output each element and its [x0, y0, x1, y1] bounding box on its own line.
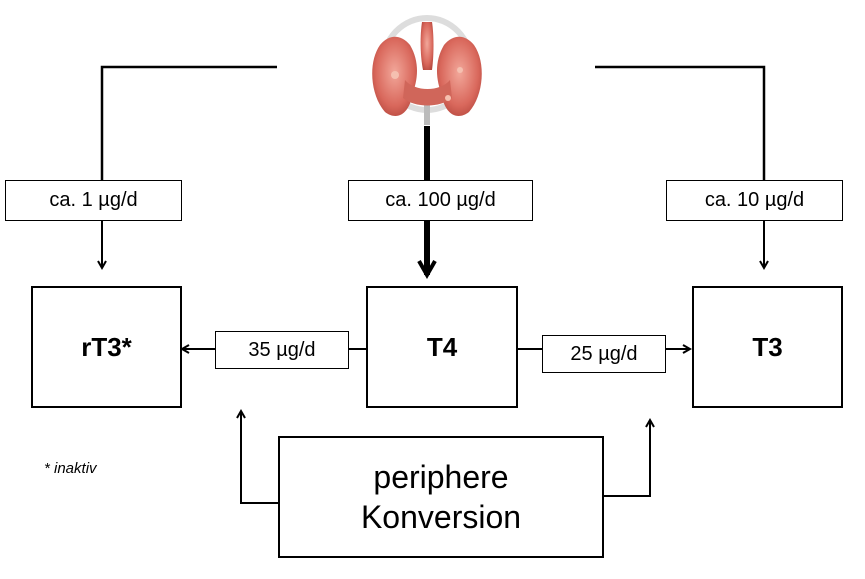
rt3-box: rT3* [31, 286, 182, 408]
rate-to-rt3-label: ca. 1 µg/d [5, 180, 182, 221]
rate-to-t3-label: ca. 10 µg/d [666, 180, 843, 221]
t4-to-t3-rate-label: 25 µg/d [542, 335, 666, 373]
footnote-inactive: * inaktiv [44, 460, 97, 477]
t4-box: T4 [366, 286, 518, 408]
thyroid-gland-icon [372, 15, 482, 125]
rate-to-t4-label: ca. 100 µg/d [348, 180, 533, 221]
peripheral-conversion-box: periphere Konversion [278, 436, 604, 558]
conversion-line-1: periphere [373, 459, 509, 495]
conversion-line-2: Konversion [360, 499, 522, 535]
t4-to-rt3-rate-label: 35 µg/d [215, 331, 349, 369]
t3-box: T3 [692, 286, 843, 408]
